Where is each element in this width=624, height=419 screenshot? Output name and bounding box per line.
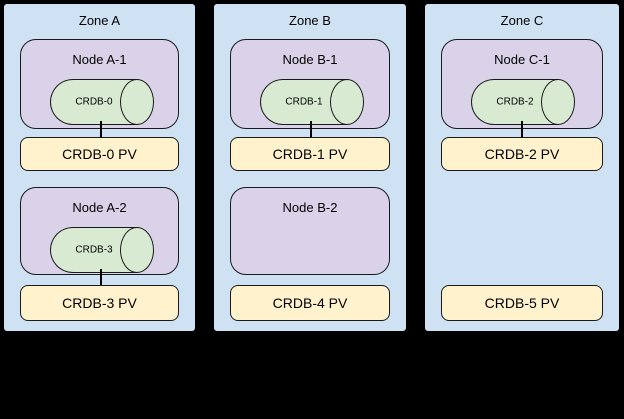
cylinder-end-cap	[120, 79, 154, 125]
pv-crdb-4: CRDB-4 PV	[230, 285, 390, 321]
pv-crdb-3: CRDB-3 PV	[20, 285, 179, 321]
zone-b-label: Zone B	[289, 13, 331, 28]
cylinder-end-cap	[120, 227, 154, 273]
zone-b-box: Zone B Node B-1 CRDB-1 CRDB-1 PV Node B-…	[212, 2, 408, 333]
connector-line	[310, 121, 312, 138]
pv-crdb-2: CRDB-2 PV	[441, 137, 603, 171]
pv-crdb-1: CRDB-1 PV	[230, 137, 390, 171]
zone-c-box: Zone C Node C-1 CRDB-2 CRDB-2 PV CRDB-5 …	[423, 2, 621, 333]
connector-line	[100, 121, 102, 138]
node-c1-label: Node C-1	[494, 52, 550, 67]
cylinder-crdb-2-label: CRDB-2	[496, 96, 534, 108]
cylinder-crdb-0: CRDB-0	[50, 79, 154, 125]
pv-crdb-0: CRDB-0 PV	[20, 137, 179, 171]
node-c1-box: Node C-1 CRDB-2	[441, 39, 603, 129]
node-a2-label: Node A-2	[72, 200, 127, 215]
node-b1-label: Node B-1	[282, 52, 338, 67]
zone-a-box: Zone A Node A-1 CRDB-0 CRDB-0 PV Node A-…	[2, 2, 197, 333]
node-b2-label: Node B-2	[282, 200, 338, 215]
cylinder-end-cap	[541, 79, 575, 125]
node-a2-box: Node A-2 CRDB-3	[20, 187, 179, 275]
cylinder-crdb-3: CRDB-3	[50, 227, 154, 273]
node-a1-label: Node A-1	[72, 52, 127, 67]
node-a1-box: Node A-1 CRDB-0	[20, 39, 179, 129]
node-b1-box: Node B-1 CRDB-1	[230, 39, 390, 129]
pv-crdb-5: CRDB-5 PV	[441, 285, 603, 321]
cylinder-end-cap	[330, 79, 364, 125]
zone-a-label: Zone A	[78, 13, 121, 28]
cylinder-crdb-1: CRDB-1	[260, 79, 364, 125]
connector-line	[521, 121, 523, 138]
cylinder-crdb-2: CRDB-2	[471, 79, 575, 125]
cylinder-crdb-1-label: CRDB-1	[285, 96, 323, 108]
connector-line	[100, 269, 102, 286]
node-b2-box: Node B-2	[230, 187, 390, 275]
cylinder-crdb-0-label: CRDB-0	[75, 96, 113, 108]
cylinder-crdb-3-label: CRDB-3	[75, 244, 113, 256]
zone-c-label: Zone C	[500, 13, 544, 28]
